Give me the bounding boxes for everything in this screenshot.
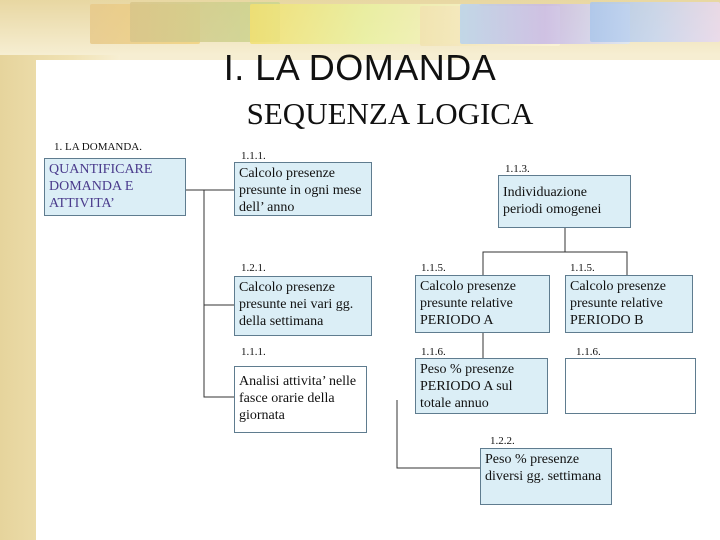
node-code: 1.2.2. — [490, 435, 515, 447]
node-quantificare-domanda: QUANTIFICARE DOMANDA E ATTIVITA’ — [44, 158, 186, 216]
slide-title: I. LA DOMANDA — [223, 47, 497, 88]
node-code: 1.1.5. — [421, 262, 446, 274]
node-peso-periodo-b-empty — [565, 358, 696, 414]
node-calcolo-periodo-b: Calcolo presenze presunte relative PERIO… — [565, 275, 693, 333]
node-individuazione-periodi: Individuazione periodi omogenei — [498, 175, 631, 228]
node-code: 1.1.1. — [241, 150, 266, 162]
slide-subtitle: SEQUENZA LOGICA — [246, 96, 534, 131]
node-analisi-attivita: Analisi attivita’ nelle fasce orarie del… — [234, 366, 367, 433]
node-code: 1.1.5. — [570, 262, 595, 274]
node-code: 1.1.1. — [241, 346, 266, 358]
node-calcolo-periodo-a: Calcolo presenze presunte relative PERIO… — [415, 275, 550, 333]
decorative-header-swatches — [90, 0, 720, 50]
node-calcolo-presenze-settimana: Calcolo presenze presunte nei vari gg. d… — [234, 276, 372, 336]
node-code: 1.1.3. — [505, 163, 530, 175]
connector-113-to-115a — [482, 228, 566, 275]
connector-113-to-115b — [565, 251, 628, 275]
node-code: 1.1.6. — [576, 346, 601, 358]
section-label: 1. LA DOMANDA. — [54, 141, 142, 153]
connector-main-to-111b — [203, 305, 234, 398]
node-peso-giorni-settimana: Peso % presenze diversi gg. settimana — [480, 448, 612, 505]
connector-to-122 — [396, 400, 480, 469]
node-code: 1.2.1. — [241, 262, 266, 274]
node-peso-periodo-a: Peso % presenze PERIODO A sul totale ann… — [415, 358, 548, 414]
node-code: 1.1.6. — [421, 346, 446, 358]
node-calcolo-presenze-mese: Calcolo presenze presunte in ogni mese d… — [234, 162, 372, 216]
connector-main-to-121 — [203, 190, 234, 306]
